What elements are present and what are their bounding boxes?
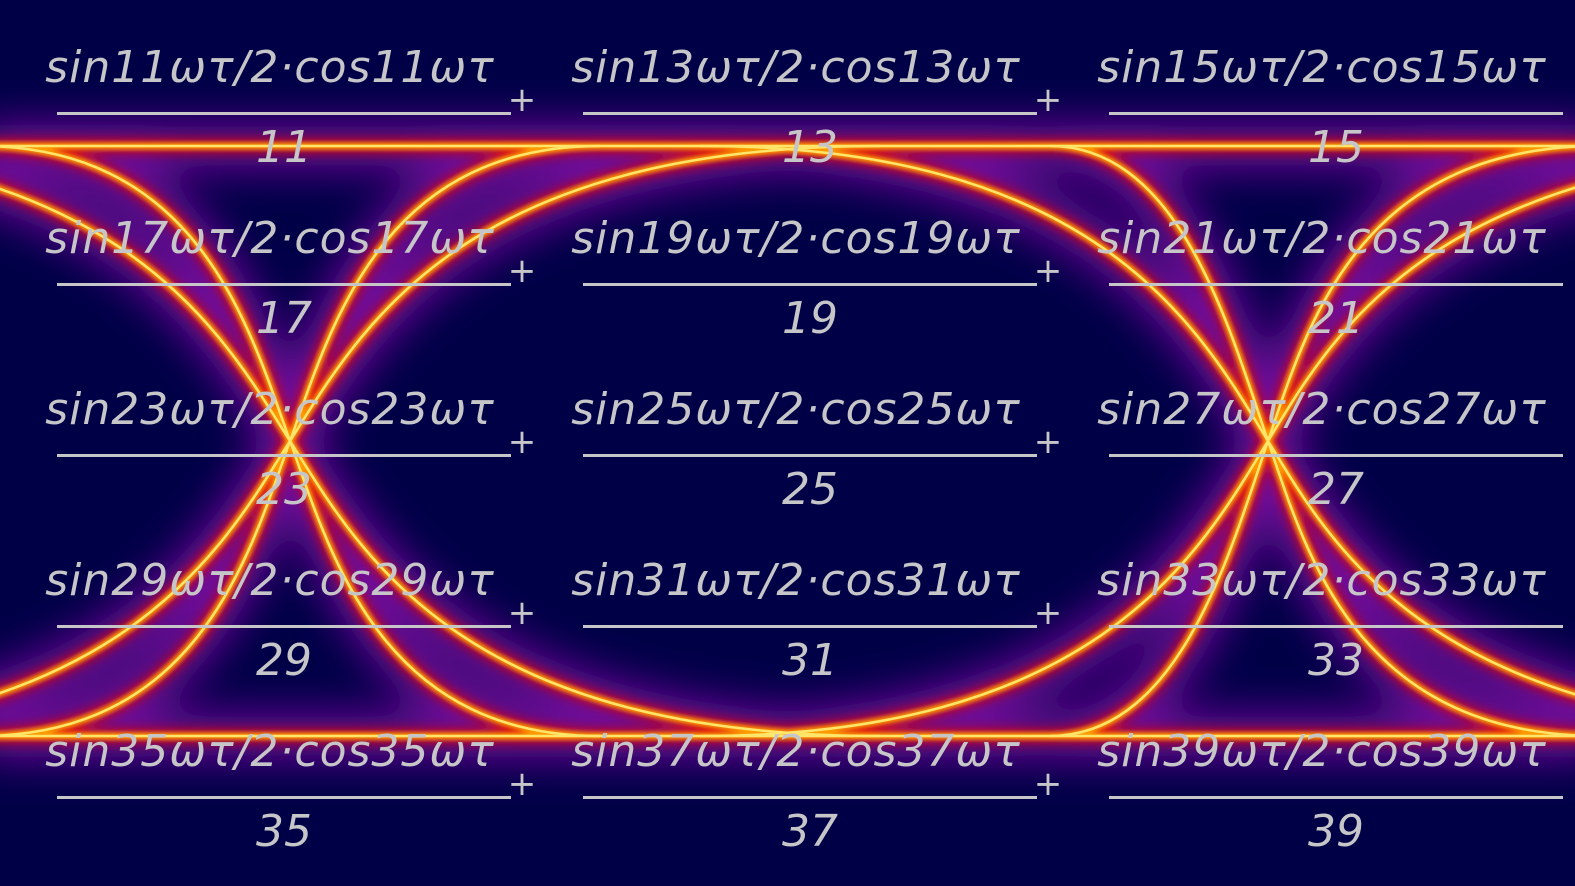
- fraction-denominator: 19: [782, 293, 838, 344]
- fraction-denominator: 37: [782, 806, 838, 857]
- fraction-numerator: sin29ωτ/2·cos29ωτ: [45, 555, 495, 606]
- fraction-denominator: 27: [1308, 464, 1364, 515]
- plus-sign: +: [507, 80, 537, 120]
- plus-sign: +: [1033, 422, 1063, 462]
- fraction-numerator: sin21ωτ/2·cos21ωτ: [1097, 213, 1547, 264]
- fraction-bar: [1109, 454, 1563, 457]
- fraction-denominator: 25: [782, 464, 838, 515]
- fraction-bar: [583, 454, 1037, 457]
- fraction-term: sin11ωτ/2·cos11ωτ 11: [0, 34, 540, 194]
- fraction-bar: [1109, 625, 1563, 628]
- fraction-numerator: sin27ωτ/2·cos27ωτ: [1097, 384, 1547, 435]
- fraction-denominator: 15: [1308, 122, 1364, 173]
- fraction-term: sin23ωτ/2·cos23ωτ 23: [0, 376, 540, 536]
- fraction-denominator: 13: [782, 122, 838, 173]
- fraction-bar: [1109, 283, 1563, 286]
- fraction-bar: [57, 454, 511, 457]
- fraction-denominator: 33: [1308, 635, 1364, 686]
- fraction-numerator: sin15ωτ/2·cos15ωτ: [1097, 42, 1547, 93]
- eye-trace: [1049, 145, 1575, 738]
- fraction-term: sin35ωτ/2·cos35ωτ 35: [0, 718, 540, 878]
- fraction-term: sin15ωτ/2·cos15ωτ 15: [1052, 34, 1575, 194]
- fraction-term: sin29ωτ/2·cos29ωτ 29: [0, 547, 540, 707]
- plus-sign: +: [507, 251, 537, 291]
- fraction-term: sin27ωτ/2·cos27ωτ 27: [1052, 376, 1575, 536]
- fraction-term: sin39ωτ/2·cos39ωτ 39: [1052, 718, 1575, 878]
- fraction-bar: [583, 796, 1037, 799]
- fraction-term: sin37ωτ/2·cos37ωτ 37: [526, 718, 1066, 878]
- fraction-bar: [1109, 112, 1563, 115]
- plus-sign: +: [1033, 251, 1063, 291]
- fraction-bar: [57, 625, 511, 628]
- plus-sign: +: [1033, 764, 1063, 804]
- eye-trace: [1049, 144, 1575, 737]
- fraction-numerator: sin39ωτ/2·cos39ωτ: [1097, 726, 1547, 777]
- fraction-numerator: sin13ωτ/2·cos13ωτ: [571, 42, 1021, 93]
- fraction-numerator: sin23ωτ/2·cos23ωτ: [45, 384, 495, 435]
- fraction-numerator: sin35ωτ/2·cos35ωτ: [45, 726, 495, 777]
- fraction-term: sin21ωτ/2·cos21ωτ 21: [1052, 205, 1575, 365]
- fraction-numerator: sin19ωτ/2·cos19ωτ: [571, 213, 1021, 264]
- eye-trace: [0, 144, 881, 695]
- fraction-denominator: 23: [256, 464, 312, 515]
- plus-sign: +: [507, 593, 537, 633]
- plus-sign: +: [1033, 80, 1063, 120]
- fraction-term: sin17ωτ/2·cos17ωτ 17: [0, 205, 540, 365]
- fraction-bar: [583, 283, 1037, 286]
- fraction-denominator: 11: [256, 122, 312, 173]
- yellow-core-layer: [0, 144, 1575, 738]
- fraction-numerator: sin11ωτ/2·cos11ωτ: [45, 42, 495, 93]
- fraction-term: sin25ωτ/2·cos25ωτ 25: [526, 376, 1066, 536]
- fraction-term: sin33ωτ/2·cos33ωτ 33: [1052, 547, 1575, 707]
- fraction-term: sin13ωτ/2·cos13ωτ 13: [526, 34, 1066, 194]
- plus-sign: +: [1033, 593, 1063, 633]
- fraction-numerator: sin25ωτ/2·cos25ωτ: [571, 384, 1021, 435]
- fraction-numerator: sin17ωτ/2·cos17ωτ: [45, 213, 495, 264]
- fraction-numerator: sin31ωτ/2·cos31ωτ: [571, 555, 1021, 606]
- plus-sign: +: [507, 764, 537, 804]
- fraction-denominator: 39: [1308, 806, 1364, 857]
- fraction-numerator: sin33ωτ/2·cos33ωτ: [1097, 555, 1547, 606]
- fraction-bar: [1109, 796, 1563, 799]
- fraction-denominator: 31: [782, 635, 838, 686]
- fraction-denominator: 35: [256, 806, 312, 857]
- fraction-bar: [57, 283, 511, 286]
- fraction-term: sin19ωτ/2·cos19ωτ 19: [526, 205, 1066, 365]
- fraction-bar: [57, 796, 511, 799]
- fraction-bar: [57, 112, 511, 115]
- fraction-denominator: 17: [256, 293, 312, 344]
- fraction-bar: [583, 625, 1037, 628]
- eye-trace: [699, 186, 1575, 738]
- fraction-denominator: 29: [256, 635, 312, 686]
- fraction-term: sin31ωτ/2·cos31ωτ 31: [526, 547, 1066, 707]
- plus-sign: +: [507, 422, 537, 462]
- fraction-denominator: 21: [1308, 293, 1364, 344]
- fraction-bar: [583, 112, 1037, 115]
- fraction-numerator: sin37ωτ/2·cos37ωτ: [571, 726, 1021, 777]
